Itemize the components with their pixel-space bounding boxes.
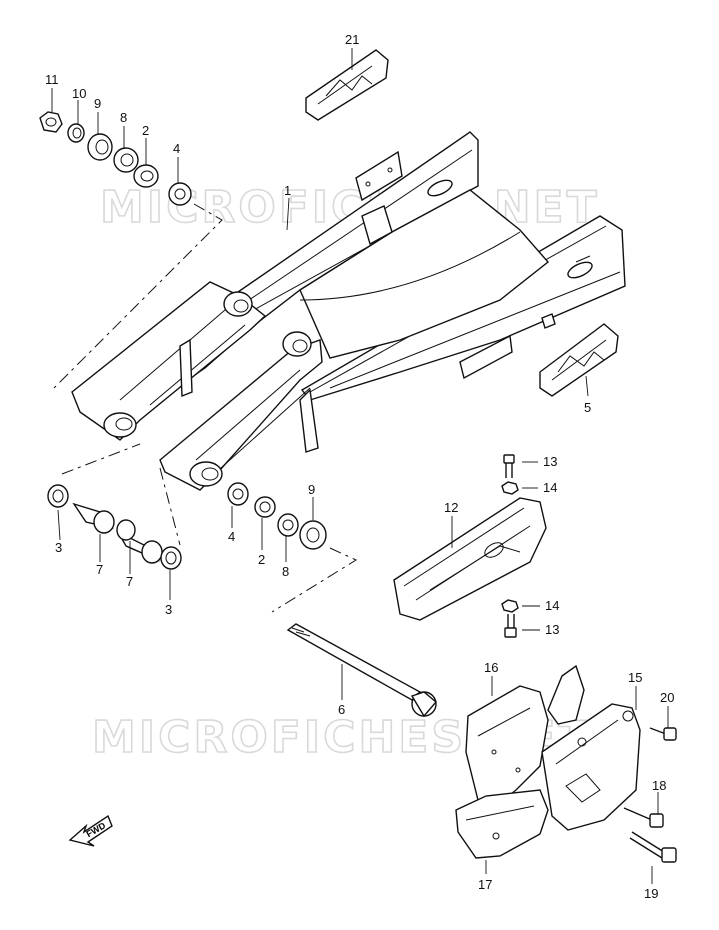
callout-8-upper: 8 bbox=[120, 110, 127, 125]
callout-3-right: 3 bbox=[165, 602, 172, 617]
part-13-bolt-upper bbox=[503, 454, 515, 478]
part-19-bolt bbox=[629, 831, 677, 863]
part-10-washer bbox=[67, 123, 85, 143]
callout-7-second: 7 bbox=[126, 574, 133, 589]
callout-15: 15 bbox=[628, 670, 642, 685]
assembly-lines bbox=[53, 203, 358, 613]
callout-10: 10 bbox=[72, 86, 86, 101]
part-9-cap bbox=[87, 133, 113, 161]
part-15-plate bbox=[541, 703, 641, 831]
part-4-bearing-lower bbox=[227, 482, 249, 506]
callout-14-lower: 14 bbox=[545, 598, 559, 613]
part-18-bolt bbox=[623, 807, 664, 828]
part-2-spacer bbox=[133, 164, 159, 188]
part-14-nut-lower bbox=[501, 599, 519, 613]
part-7-collar-2 bbox=[116, 519, 163, 564]
callout-11: 11 bbox=[45, 72, 59, 87]
part-3-bushing-left bbox=[47, 484, 69, 508]
part-14-nut-upper bbox=[501, 481, 519, 495]
callout-16: 16 bbox=[484, 660, 498, 675]
callout-7-first: 7 bbox=[96, 562, 103, 577]
part-12-chain-slider bbox=[393, 497, 547, 621]
callout-3-left: 3 bbox=[55, 540, 62, 555]
callout-20: 20 bbox=[660, 690, 674, 705]
callout-6: 6 bbox=[338, 702, 345, 717]
callout-9-upper: 9 bbox=[94, 96, 101, 111]
callout-19: 19 bbox=[644, 886, 658, 901]
callout-4-upper: 4 bbox=[173, 141, 180, 156]
callout-8-lower: 8 bbox=[282, 564, 289, 579]
part-4-bearing-upper bbox=[168, 182, 192, 206]
callout-13-upper: 13 bbox=[543, 454, 557, 469]
callout-13-lower: 13 bbox=[545, 622, 559, 637]
fwd-arrow-icon: FWD bbox=[68, 814, 113, 847]
part-17-block bbox=[455, 789, 549, 859]
part-5-guard bbox=[539, 323, 619, 397]
part-8-seal-lower bbox=[277, 513, 299, 537]
callout-4-lower: 4 bbox=[228, 529, 235, 544]
callout-17: 17 bbox=[478, 877, 492, 892]
part-13-bolt-lower bbox=[504, 614, 517, 638]
part-8-seal bbox=[113, 147, 139, 173]
part-9-cap-lower bbox=[299, 520, 327, 550]
part-20-bolt bbox=[649, 727, 677, 741]
part-16-bracket bbox=[465, 664, 585, 809]
callout-12: 12 bbox=[444, 500, 458, 515]
callout-2-upper: 2 bbox=[142, 123, 149, 138]
callout-5: 5 bbox=[584, 400, 591, 415]
leader-lines bbox=[51, 48, 669, 884]
callout-2-lower: 2 bbox=[258, 552, 265, 567]
part-11-nut bbox=[39, 111, 63, 133]
part-2-spacer-lower bbox=[254, 496, 276, 518]
part-7-collar-1 bbox=[72, 502, 115, 534]
callout-21: 21 bbox=[345, 32, 359, 47]
callouts: 11 10 9 8 2 4 1 21 5 13 14 12 14 13 3 7 … bbox=[45, 32, 674, 901]
part-6-pivot-shaft bbox=[286, 623, 437, 718]
callout-9-lower: 9 bbox=[308, 482, 315, 497]
part-3-bushing-right bbox=[160, 546, 182, 570]
callout-1: 1 bbox=[284, 183, 291, 198]
part-21-guard bbox=[305, 49, 389, 121]
swingarm bbox=[71, 131, 626, 491]
callout-14-upper: 14 bbox=[543, 480, 557, 495]
callout-18: 18 bbox=[652, 778, 666, 793]
